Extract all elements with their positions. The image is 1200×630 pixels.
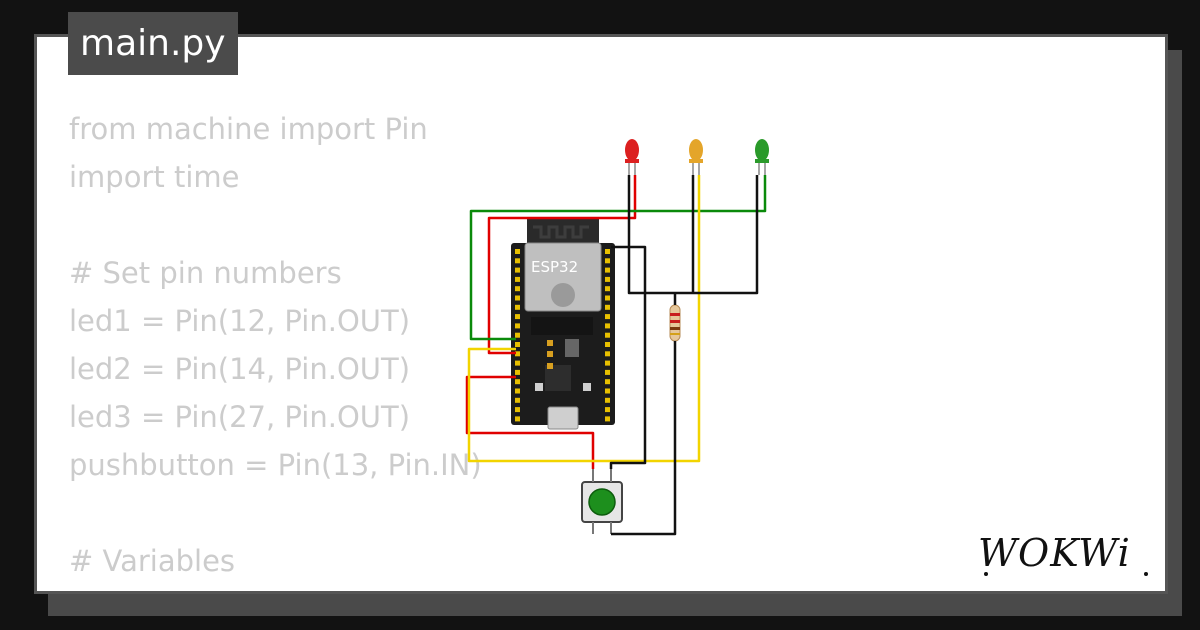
espressif-logo-icon [551,283,575,307]
header-pin [605,369,610,375]
header-pin [515,342,520,347]
header-pin [515,407,520,413]
wokwi-logo-text: WOKWi [978,531,1131,575]
header-pin [515,314,520,320]
wokwi-logo: WOKWi [978,531,1148,576]
header-pin [515,416,520,422]
header-pin [605,416,610,422]
header-pin [605,323,610,329]
code-line: pushbutton = Pin(13, Pin.IN) [69,448,482,482]
header-pin [605,332,610,338]
header-pin [515,304,520,310]
header-pin [605,379,610,385]
header-pin [605,388,610,394]
resistor[interactable] [669,304,681,342]
header-pin [605,304,610,310]
header-pin [515,295,520,301]
pushbutton[interactable] [581,469,623,534]
header-pin [605,342,610,347]
header-pin [605,258,610,264]
wire-red-led [487,175,637,355]
header-pin [515,388,520,394]
header-pin [605,286,610,292]
header-pin [605,249,610,254]
header-pin [605,295,610,301]
code-line: import time [69,160,240,194]
header-pin [515,286,520,292]
header-pin [515,379,520,385]
wire-green-led [469,175,767,341]
wire-black-gnd [609,245,647,469]
code-line: # Set pin numbers [69,256,342,290]
code-line: # Variables [69,544,236,578]
led-red[interactable] [625,139,639,175]
header-pin [515,369,520,375]
header-pin [515,249,520,254]
code-line: led1 = Pin(12, Pin.OUT) [69,304,411,338]
board-label: ESP32 [531,258,578,276]
code-preview: from machine import Pin import time # Set … [69,105,657,591]
code-line: led2 = Pin(14, Pin.OUT) [69,352,411,386]
code-line: from machine import Pin [69,112,428,146]
file-tab-title: main.py [68,12,238,75]
wire-yellow-led [467,175,701,463]
header-pin [605,276,610,282]
wire-black-resistor [611,293,677,536]
circuit-diagram: ESP32 [465,139,769,536]
header-pin [515,360,520,366]
header-pin [515,267,520,273]
header-pin [515,351,520,357]
code-line: led3 = Pin(27, Pin.OUT) [69,400,411,434]
header-pin [605,351,610,357]
header-pin [605,397,610,403]
header-pin [515,323,520,329]
header-pin [605,314,610,320]
usb-port [547,406,579,430]
header-pin [515,276,520,282]
header-pin [605,267,610,273]
header-pin [515,397,520,403]
header-pin [515,332,520,338]
preview-card: from machine import Pin import time # Set … [34,34,1168,594]
esp32-board[interactable]: ESP32 [511,219,615,430]
wire-red-button [465,375,595,469]
header-pin [605,407,610,413]
header-pin [515,258,520,264]
led-green[interactable] [755,139,769,175]
led-yellow[interactable] [689,139,703,175]
header-pin [605,360,610,366]
